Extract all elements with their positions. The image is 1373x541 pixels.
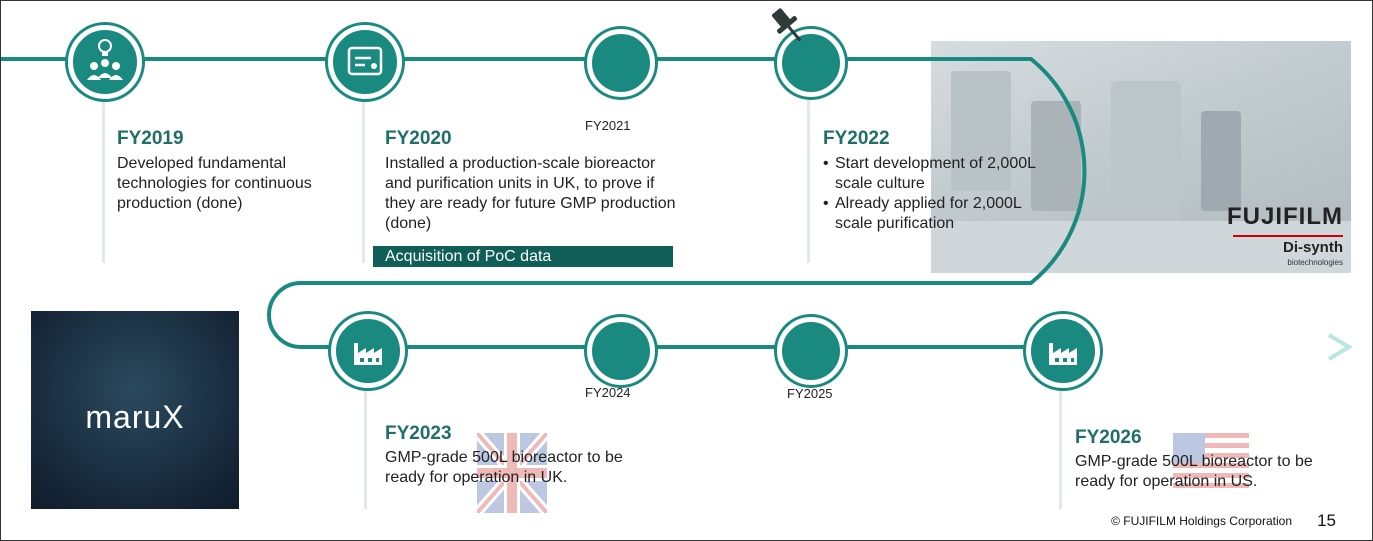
disynth-tagline: biotechnologies — [1287, 258, 1343, 267]
fy2026-text: GMP-grade 500L bioreactor to be ready fo… — [1075, 453, 1313, 490]
node-fy2025 — [777, 317, 845, 385]
node-fy2022 — [777, 29, 845, 97]
fy2019-text: Developed fundamental technologies for c… — [117, 155, 312, 212]
fy2020-text: Installed a production-scale bioreactor … — [385, 155, 676, 232]
arrow-right-icon — [1327, 333, 1353, 361]
fy2019-heading: FY2019 — [117, 128, 184, 149]
year-label-fy2025: FY2025 — [787, 386, 833, 401]
fy2022-bullet: Start development of 2,000L scale cultur… — [823, 154, 1053, 194]
node-fy2026 — [1026, 314, 1100, 388]
page-number: 15 — [1317, 511, 1336, 530]
us-flag-icon — [1173, 433, 1249, 493]
year-label-fy2024: FY2024 — [585, 385, 631, 400]
factory-icon — [1049, 343, 1077, 365]
fy2023-heading: FY2023 — [385, 423, 452, 444]
fy2022-heading: FY2022 — [823, 128, 890, 149]
marux-logo-text: maruX — [85, 399, 185, 435]
fujifilm-logo: FUJIFILM — [1227, 203, 1343, 230]
node-fy2023 — [331, 314, 405, 388]
uk-flag-icon — [477, 433, 547, 513]
node-fy2020 — [328, 25, 402, 99]
certificate-icon — [347, 46, 383, 76]
marux-logo-tile: maruX — [31, 311, 239, 509]
poc-badge: Acquisition of PoC data — [373, 246, 673, 267]
node-fy2021 — [587, 29, 655, 97]
factory-icon — [354, 343, 382, 365]
factory-photo: FUJIFILM Di-synth biotechnologies — [931, 41, 1351, 273]
people-idea-icon — [87, 39, 123, 80]
node-fy2024 — [587, 317, 655, 385]
fy2026-heading: FY2026 — [1075, 427, 1142, 448]
pushpin-icon — [772, 8, 802, 42]
disynth-logo: Di-synth — [1283, 239, 1343, 256]
fy2020-heading: FY2020 — [385, 128, 452, 149]
year-label-fy2021: FY2021 — [585, 118, 631, 133]
fy2022-bullets: Start development of 2,000L scale cultur… — [823, 154, 1053, 234]
node-fy2019 — [68, 25, 142, 99]
copyright: © FUJIFILM Holdings Corporation — [1111, 514, 1292, 528]
fy2023-text: GMP-grade 500L bioreactor to be ready fo… — [385, 449, 623, 486]
fy2022-bullet: Already applied for 2,000L scale purific… — [823, 194, 1053, 234]
